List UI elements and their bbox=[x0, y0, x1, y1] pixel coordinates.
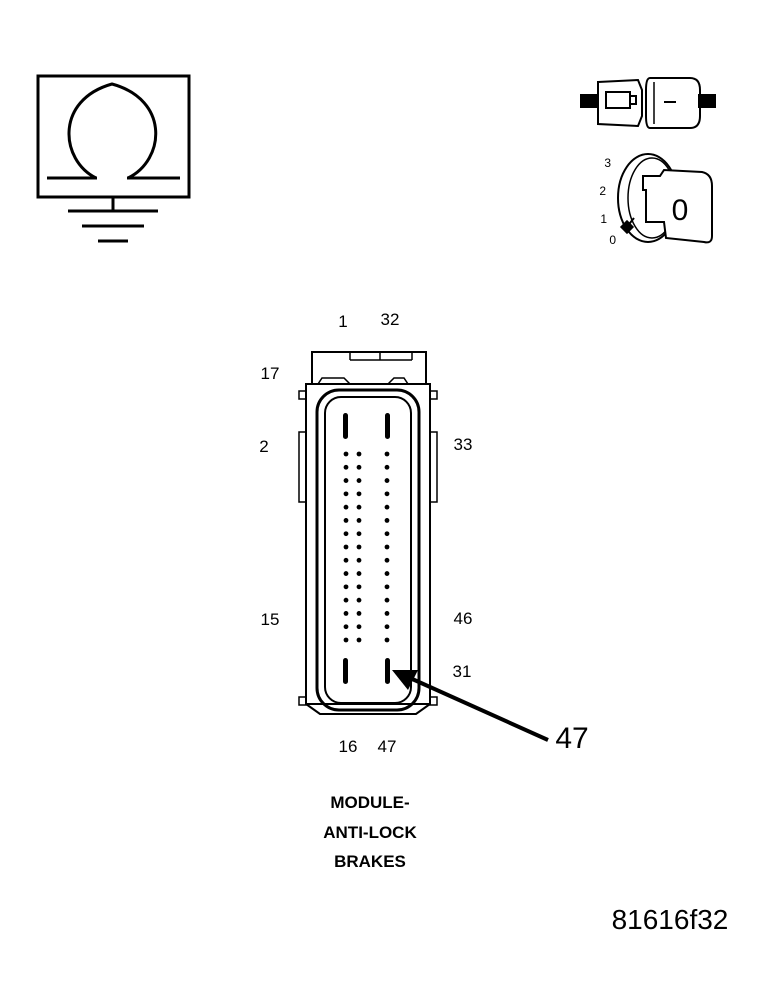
cavity-dot-left bbox=[343, 571, 349, 576]
pin-label-31: 31 bbox=[453, 662, 472, 681]
caption-line-3: BRAKES bbox=[334, 852, 406, 871]
connector-body bbox=[298, 351, 438, 715]
cavity-dot-left bbox=[356, 451, 362, 457]
cavity-dot-right bbox=[384, 531, 390, 537]
cavity-dot-right bbox=[384, 557, 390, 563]
pin-label-47: 47 bbox=[378, 737, 397, 756]
cavity-dot-right bbox=[384, 597, 390, 603]
cavity-dot-left bbox=[343, 597, 349, 603]
cavity-dot-right bbox=[384, 504, 390, 510]
cavity-dot-left bbox=[356, 637, 362, 643]
pin-label-1: 1 bbox=[338, 312, 347, 331]
cavity-dot-left bbox=[343, 584, 349, 590]
callout-arrow bbox=[392, 670, 549, 742]
cavity-dot-right bbox=[384, 518, 390, 523]
cavity-dot-left bbox=[343, 504, 349, 510]
pin-label-15: 15 bbox=[261, 610, 280, 629]
caption-line-1: MODULE- bbox=[330, 793, 409, 812]
cavity-dot-left bbox=[356, 611, 362, 616]
cavity-dot-left bbox=[343, 478, 349, 483]
cavity-dot-left bbox=[356, 531, 362, 537]
pin-label-17: 17 bbox=[261, 364, 280, 383]
cavity-dot-left bbox=[356, 557, 362, 563]
cavity-dot-right bbox=[384, 571, 390, 576]
cavity-dot-right bbox=[384, 611, 390, 616]
ignition-position-2: 2 bbox=[599, 184, 606, 198]
ignition-key-icon: 0 bbox=[617, 153, 713, 244]
cavity-dot-left bbox=[343, 544, 349, 550]
cavity-dot-right bbox=[384, 624, 390, 630]
pin-label-16: 16 bbox=[339, 737, 358, 756]
cavity-dot-left bbox=[356, 491, 362, 497]
callout-label-47: 47 bbox=[555, 722, 588, 755]
cavity-dot-left bbox=[343, 451, 349, 457]
connector-halves-icon bbox=[580, 77, 716, 129]
cavity-dot-right bbox=[384, 478, 390, 483]
cavity-dot-left bbox=[343, 464, 349, 470]
cavity-dot-left bbox=[356, 624, 362, 630]
cavity-dot-left bbox=[356, 597, 362, 603]
cavity-dot-left bbox=[343, 518, 349, 523]
cavity-dot-left bbox=[343, 637, 349, 643]
ignition-position-3: 3 bbox=[604, 156, 611, 170]
cavity-dot-left bbox=[356, 544, 362, 550]
cavity-dot-left bbox=[356, 584, 362, 590]
ignition-position-1: 1 bbox=[600, 212, 607, 226]
cavity-dot-left bbox=[356, 478, 362, 483]
ignition-position-0: 0 bbox=[609, 233, 616, 247]
cavity-dot-left bbox=[343, 624, 349, 630]
pin-label-46: 46 bbox=[454, 609, 473, 628]
cavity-dot-right bbox=[384, 491, 390, 497]
figure-id: 81616f32 bbox=[612, 904, 729, 935]
cavity-dot-left bbox=[356, 518, 362, 523]
cavity-dot-right bbox=[384, 451, 390, 457]
cavity-dot-right bbox=[384, 584, 390, 590]
cavity-dot-right bbox=[384, 544, 390, 550]
pin-label-32: 32 bbox=[381, 310, 400, 329]
pin-label-2: 2 bbox=[259, 437, 268, 456]
cavity-dot-left bbox=[343, 557, 349, 563]
cavity-dot-left bbox=[356, 571, 362, 576]
cavity-dot-right bbox=[384, 637, 390, 643]
ground-omega-icon bbox=[36, 74, 191, 243]
cavity-dot-left bbox=[343, 531, 349, 537]
pin-label-33: 33 bbox=[454, 435, 473, 454]
key-position-label: 0 bbox=[672, 194, 689, 227]
caption-line-2: ANTI-LOCK bbox=[323, 823, 417, 842]
cavity-dot-left bbox=[356, 464, 362, 470]
cavity-dot-left bbox=[356, 504, 362, 510]
cavity-dot-right bbox=[384, 464, 390, 470]
cavity-dot-left bbox=[343, 491, 349, 497]
cavity-dot-left bbox=[343, 611, 349, 616]
